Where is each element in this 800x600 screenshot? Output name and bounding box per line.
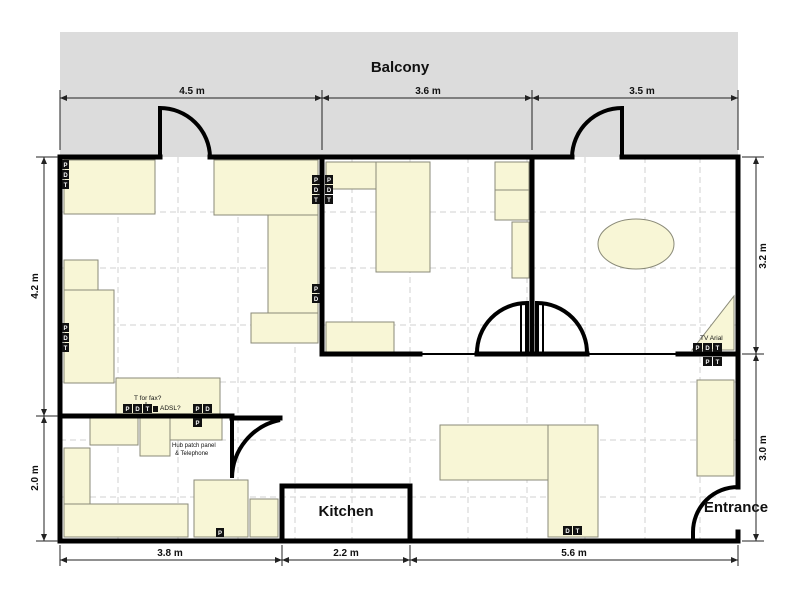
dimension-right: 3.2 m 3.0 m <box>742 156 769 542</box>
balcony-area <box>60 32 738 157</box>
dim-bottom-2: 2.2 m <box>333 548 359 559</box>
svg-text:P: P <box>218 531 222 537</box>
dim-bottom-1: 3.8 m <box>157 548 183 559</box>
svg-text:P: P <box>195 421 199 427</box>
round-table <box>597 218 675 270</box>
svg-text:D: D <box>314 297 319 303</box>
balcony-label: Balcony <box>371 59 430 76</box>
entrance-door <box>691 485 739 541</box>
desk <box>63 503 189 538</box>
svg-text:P: P <box>63 326 67 332</box>
middle-room-door <box>474 300 529 355</box>
cabinet <box>63 259 99 291</box>
walls <box>57 154 741 544</box>
svg-text:P: P <box>195 407 199 413</box>
svg-text:D: D <box>63 173 68 179</box>
svg-text:T: T <box>314 198 318 204</box>
cabinet <box>63 447 91 505</box>
svg-text:D: D <box>705 346 710 352</box>
hub-room-door <box>230 418 281 479</box>
kitchen-label: Kitchen <box>318 503 373 520</box>
dim-right-upper: 3.2 m <box>758 243 769 269</box>
dim-top-3: 3.5 m <box>629 86 655 97</box>
dim-top-2: 3.6 m <box>415 86 441 97</box>
furniture <box>63 159 735 538</box>
svg-text:T: T <box>716 346 720 352</box>
desk <box>375 161 431 273</box>
svg-text:P: P <box>695 346 699 352</box>
outlet-group-hub-right: P D P <box>193 404 212 427</box>
svg-text:T: T <box>716 360 720 366</box>
balcony-door-1 <box>158 105 212 158</box>
svg-text:D: D <box>327 188 332 194</box>
svg-text:D: D <box>314 188 319 194</box>
door-swings <box>158 105 739 541</box>
outlet-group-wall-b: P D T <box>325 175 333 204</box>
svg-text:D: D <box>135 407 140 413</box>
outlet-group-tv-pdt: P D T <box>693 343 722 352</box>
cabinet <box>696 379 735 477</box>
cabinet <box>249 498 279 538</box>
outlets: P D T P D T P D T P D P D T P D T <box>62 160 722 537</box>
note-hub-line1: Hub patch panel <box>172 443 216 449</box>
svg-text:P: P <box>63 163 67 169</box>
dim-left-upper: 4.2 m <box>30 273 41 299</box>
outlet-group-tv-pt: P T <box>703 357 722 366</box>
shelf <box>494 161 530 191</box>
dim-top-1: 4.5 m <box>179 86 205 97</box>
svg-text:D: D <box>565 529 570 535</box>
svg-text:T: T <box>146 407 150 413</box>
desk <box>325 161 377 190</box>
dimension-left: 4.2 m 2.0 m <box>30 156 58 542</box>
desk <box>267 214 319 314</box>
cabinet <box>89 417 139 446</box>
desk <box>193 479 249 538</box>
outlet-group-wall-a: P D T <box>312 175 320 204</box>
shelf <box>494 189 530 221</box>
svg-text:D: D <box>205 407 210 413</box>
desk <box>63 159 156 215</box>
outlet-group-left-wall: P D T <box>62 323 69 352</box>
dim-bottom-3: 5.6 m <box>561 548 587 559</box>
svg-text:P: P <box>314 287 318 293</box>
outlet-group-pd-mid: P D <box>312 284 320 303</box>
desk <box>439 424 549 481</box>
svg-text:T: T <box>327 198 331 204</box>
note-adsl: ADSL? <box>160 405 181 412</box>
outlet-group-bottom-right: D T <box>563 526 582 535</box>
svg-text:P: P <box>125 407 129 413</box>
svg-text:P: P <box>705 360 709 366</box>
desk <box>547 424 599 538</box>
outlet-group-hub-left: P D T <box>123 404 158 413</box>
svg-text:T: T <box>64 183 68 189</box>
note-t-for-fax: T for fax? <box>134 395 162 402</box>
dim-right-lower: 3.0 m <box>758 435 769 461</box>
desk <box>213 159 319 216</box>
balcony-door-2 <box>570 105 624 158</box>
svg-text:T: T <box>64 346 68 352</box>
dim-left-lower: 2.0 m <box>30 465 41 491</box>
outlet-bottom-desk: P <box>216 528 224 537</box>
note-hub-line2: & Telephone <box>175 451 209 457</box>
outlet-group-topleft: P D T <box>62 160 69 189</box>
dimension-top: 4.5 m 3.6 m 3.5 m <box>59 86 739 150</box>
dimension-bottom: 3.8 m 2.2 m 5.6 m <box>59 545 739 566</box>
right-room-door <box>535 300 590 355</box>
cabinet <box>139 417 171 457</box>
note-tv-arial: TV Arial <box>700 335 723 342</box>
svg-text:P: P <box>327 178 331 184</box>
svg-text:D: D <box>63 336 68 342</box>
desk <box>325 321 395 353</box>
desk <box>63 289 115 384</box>
entrance-label: Entrance <box>704 499 768 516</box>
svg-text:T: T <box>576 529 580 535</box>
desk <box>250 312 319 344</box>
svg-text:P: P <box>314 178 318 184</box>
shelf <box>511 221 530 279</box>
